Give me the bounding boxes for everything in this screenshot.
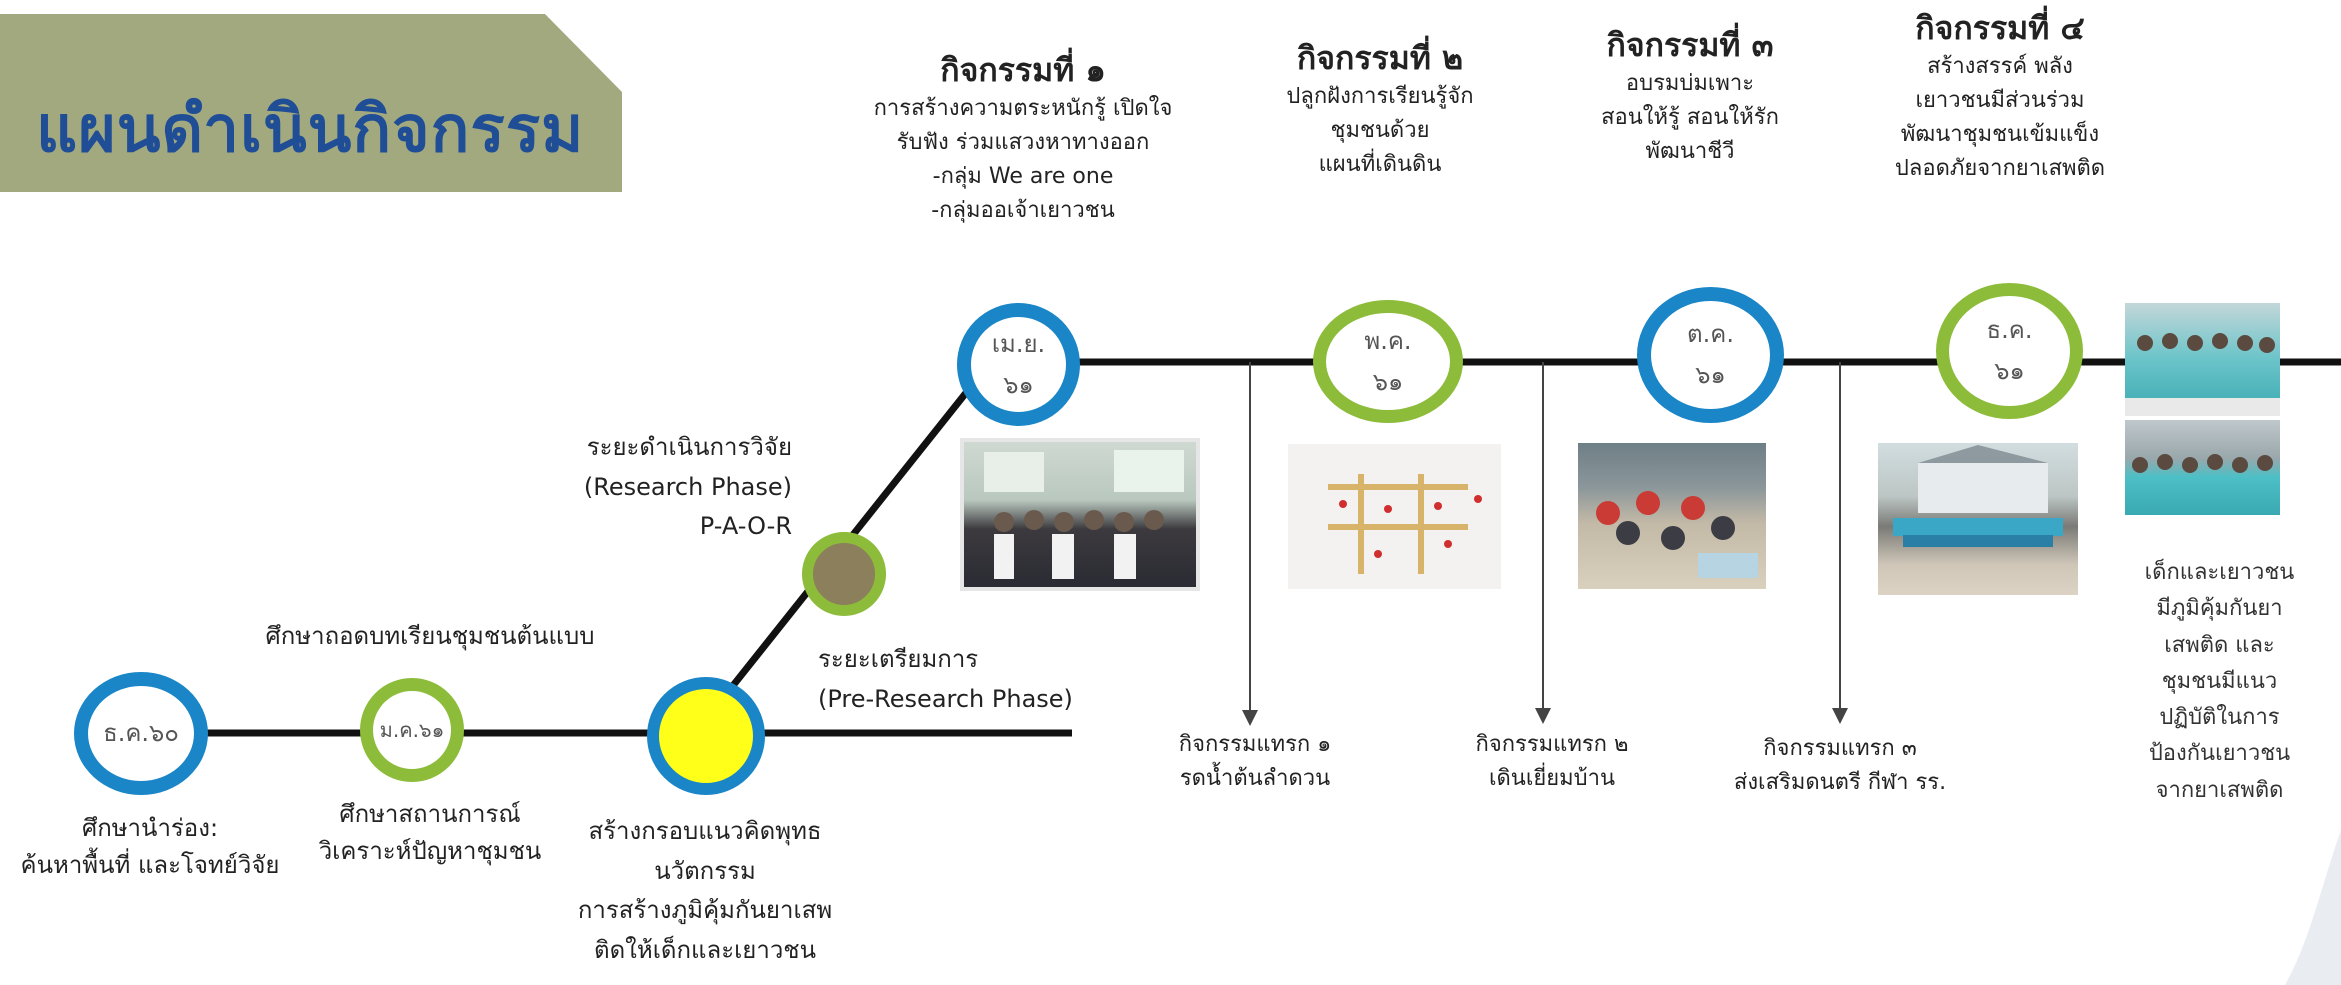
photo-crowd-illustration	[1893, 445, 2063, 547]
outcome-line: ป้องกันเยาวชน	[2148, 741, 2291, 767]
arrow-side-2-line	[1542, 362, 1544, 710]
arrow-side-3-line	[1839, 362, 1841, 710]
node-oct-61: ต.ค. ๖๑	[1637, 287, 1784, 423]
photo-activity-2	[1288, 444, 1501, 589]
framework-line: ติดให้เด็กและเยาวชน	[593, 935, 816, 964]
activity-line: อบรมบ่มเพาะ	[1625, 70, 1755, 96]
outcome-line: จากยาเสพติด	[2155, 777, 2284, 803]
node-label-month: ต.ค.	[1687, 320, 1734, 349]
activity-line: ปลอดภัยจากยาเสพติด	[1894, 155, 2106, 181]
activity-line: ปลูกฝังการเรียนรู้จัก	[1286, 83, 1474, 109]
outcome-line: ปฏิบัติในการ	[2159, 705, 2280, 731]
photo-outcome-top	[2125, 303, 2280, 416]
framework-text: สร้างกรอบแนวคิดพุทธ นวัตกรรม การสร้างภูม…	[565, 812, 845, 970]
activity-header: กิจกรรมที่ ๓	[1606, 26, 1774, 64]
activity-line: พัฒนาชุมชนเข้มแข็ง	[1900, 121, 2100, 147]
photo-people-illustration	[984, 450, 1184, 579]
activity-header: กิจกรรมที่ ๒	[1296, 39, 1464, 77]
side-activity-1: กิจกรรมแทรก ๑ รดน้ำต้นลำดวน	[1140, 728, 1370, 796]
activity-line: แผนที่เดินดิน	[1318, 151, 1442, 177]
activity-line: เยาวชนมีส่วนร่วม	[1915, 87, 2085, 113]
activity-4-text: กิจกรรมที่ ๔ สร้างสรรค์ พลัง เยาวชนมีส่ว…	[1855, 8, 2145, 186]
activity-2-text: กิจกรรมที่ ๒ ปลูกฝังการเรียนรู้จัก ชุมชน…	[1240, 38, 1520, 182]
side-activity-2: กิจกรรมแทรก ๒ เดินเยี่ยมบ้าน	[1437, 728, 1667, 796]
activity-line: -กลุ่มออเจ้าเยาวชน	[931, 197, 1115, 223]
arrow-side-2-head	[1535, 708, 1551, 724]
side-activity-line: ส่งเสริมดนตรี กีฬา รร.	[1733, 770, 1947, 796]
outcome-line: เด็กและเยาวชน	[2144, 560, 2295, 585]
photo-team2-illustration	[2132, 454, 2273, 473]
node-dec-61: ธ.ค. ๖๑	[1936, 283, 2083, 419]
photo-group-illustration	[1596, 491, 1758, 578]
node-may-61: พ.ค. ๖๑	[1313, 300, 1463, 423]
situation-text: ศึกษาสถานการณ์ วิเคราะห์ปัญหาชุมชน	[300, 796, 560, 870]
node-jan-61: ม.ค.๖๑	[360, 678, 464, 782]
activity-line: ชุมชนด้วย	[1330, 117, 1430, 143]
outcome-line: เสพติด และ	[2164, 632, 2275, 658]
side-activity-line: รดน้ำต้นลำดวน	[1179, 766, 1331, 792]
pre-research-text: ระยะเตรียมการ (Pre-Research Phase)	[818, 640, 1098, 719]
node-label: ธ.ค.๖๐	[103, 719, 179, 748]
node-label-month: เม.ย.	[991, 329, 1046, 358]
node-research-phase	[802, 532, 886, 616]
activity-line: -กลุ่ม We are one	[932, 163, 1114, 189]
outcome-line: มีภูมิคุ้มกันยา	[2156, 596, 2283, 622]
photo-team-illustration	[2125, 333, 2280, 416]
pre-research-line: ระยะเตรียมการ	[818, 645, 979, 673]
situation-line: วิเคราะห์ปัญหาชุมชน	[318, 837, 542, 866]
photo-activity-4	[1878, 443, 2078, 595]
corner-swoosh	[2285, 830, 2341, 985]
research-line: P-A-O-R	[699, 512, 792, 541]
arrow-side-1-head	[1242, 710, 1258, 726]
node-label-year: ๖๑	[1994, 357, 2025, 385]
node-label-month: ธ.ค.	[1986, 316, 2033, 345]
research-line: (Research Phase)	[583, 472, 792, 501]
arrow-side-3-head	[1832, 708, 1848, 724]
title-banner	[0, 14, 622, 192]
side-activity-3: กิจกรรมแทรก ๓ ส่งเสริมดนตรี กีฬา รร.	[1710, 732, 1970, 800]
pilot-line: ศึกษานำร่อง:	[81, 814, 219, 842]
activity-line: สอนให้รู้ สอนให้รัก	[1601, 104, 1779, 130]
photo-activity-1	[960, 438, 1200, 591]
activity-line: สร้างสรรค์ พลัง	[1927, 53, 2073, 79]
node-label-year: ๖๑	[1372, 367, 1404, 396]
node-framework	[647, 677, 765, 795]
node-label-year: ๖๑	[1003, 370, 1034, 399]
activity-header: กิจกรรมที่ ๔	[1915, 9, 2085, 47]
framework-line: สร้างกรอบแนวคิดพุทธ	[588, 817, 822, 845]
research-phase-text: ระยะดำเนินการวิจัย (Research Phase) P-A-…	[552, 428, 792, 547]
activity-line: การสร้างความตระหนักรู้ เปิดใจ	[873, 95, 1173, 121]
lessons-line: ศึกษาถอดบทเรียนชุมชนต้นแบบ	[265, 622, 595, 650]
activity-1-text: กิจกรรมที่ ๑ การสร้างความตระหนักรู้ เปิด…	[863, 50, 1183, 228]
node-apr-61: เม.ย. ๖๑	[957, 303, 1080, 426]
activity-header: กิจกรรมที่ ๑	[940, 51, 1106, 89]
framework-line: นวัตกรรม	[654, 856, 756, 885]
side-activity-line: เดินเยี่ยมบ้าน	[1488, 766, 1615, 792]
outcome-text: เด็กและเยาวชน มีภูมิคุ้มกันยา เสพติด และ…	[2132, 555, 2307, 809]
framework-line: การสร้างภูมิคุ้มกันยาเสพ	[577, 896, 833, 925]
lessons-text: ศึกษาถอดบทเรียนชุมชนต้นแบบ	[240, 618, 620, 655]
photo-map-illustration	[1288, 444, 1501, 589]
photo-outcome-bottom	[2125, 420, 2280, 515]
research-line: ระยะดำเนินการวิจัย	[586, 433, 792, 461]
node-label: ม.ค.๖๑	[379, 718, 445, 742]
page-title: แผนดำเนินกิจกรรม	[36, 93, 585, 167]
side-activity-line: กิจกรรมแทรก ๑	[1178, 732, 1332, 757]
node-label-month: พ.ค.	[1364, 326, 1412, 355]
outcome-line: ชุมชนมีแนว	[2161, 668, 2278, 694]
situation-line: ศึกษาสถานการณ์	[339, 800, 521, 828]
side-activity-line: กิจกรรมแทรก ๓	[1763, 736, 1917, 761]
pre-research-line: (Pre-Research Phase)	[818, 684, 1073, 713]
arrow-side-1-line	[1249, 362, 1251, 712]
pilot-line: ค้นหาพื้นที่ และโจทย์วิจัย	[20, 851, 280, 880]
activity-line: พัฒนาชีวี	[1645, 138, 1735, 164]
node-label-year: ๖๑	[1695, 361, 1726, 389]
side-activity-line: กิจกรรมแทรก ๒	[1475, 732, 1629, 757]
activity-line: รับฟัง ร่วมแสวงหาทางออก	[896, 129, 1150, 155]
activity-3-text: กิจกรรมที่ ๓ อบรมบ่มเพาะ สอนให้รู้ สอนให…	[1550, 25, 1830, 169]
pilot-study-text: ศึกษานำร่อง: ค้นหาพื้นที่ และโจทย์วิจัย	[0, 810, 300, 884]
photo-activity-3	[1578, 443, 1766, 589]
node-dec-60: ธ.ค.๖๐	[74, 672, 208, 795]
